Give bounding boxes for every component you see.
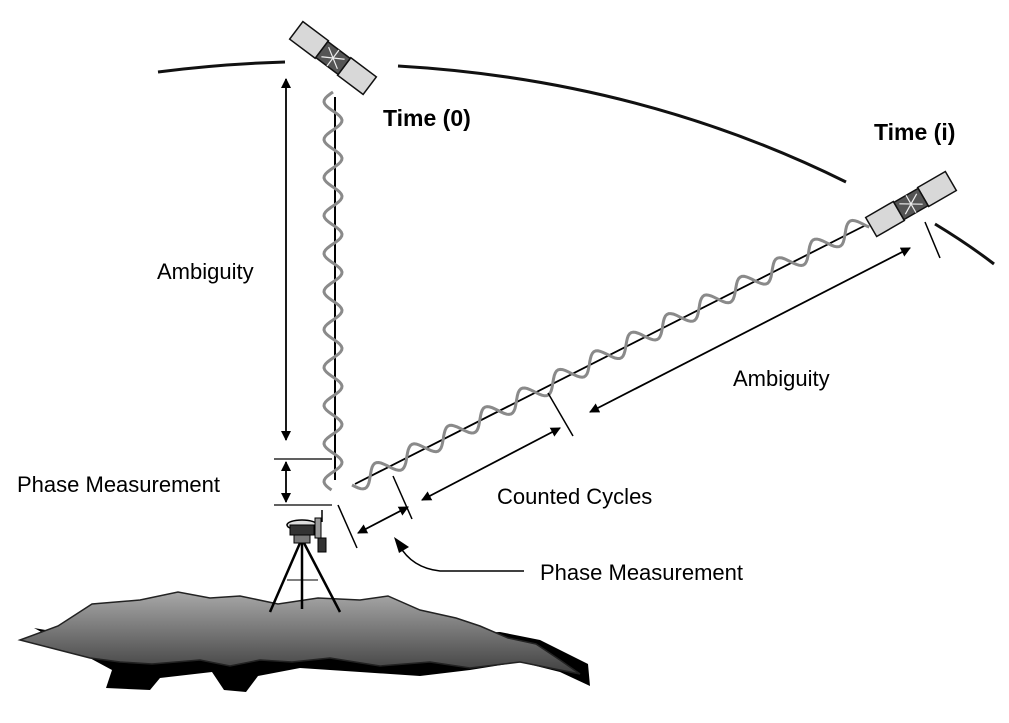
orbit-arc-right [397, 64, 847, 184]
terrain-icon [17, 591, 581, 675]
ambiguity-right-label: Ambiguity [733, 366, 830, 391]
tick-slant-1 [337, 504, 358, 549]
ambiguity-left-label: Ambiguity [157, 259, 254, 284]
orbit-arc-tail [934, 222, 995, 266]
phase-measurement-left-label: Phase Measurement [17, 472, 220, 497]
phase-leader-arrowhead [394, 537, 409, 553]
satellite-right-tick [924, 221, 941, 259]
counted-cycles-label: Counted Cycles [497, 484, 653, 509]
time-zero-label: Time (0) [383, 105, 471, 131]
satellite-icon [288, 20, 378, 96]
counted-cycles-arrow [421, 427, 561, 501]
carrier-wave-vertical [322, 90, 344, 492]
time-i-label: Time (i) [874, 119, 956, 145]
gps-receiver-tripod-icon [268, 510, 342, 613]
phase-measurement-bottom-label: Phase Measurement [540, 560, 743, 585]
ambiguity-arrow-right [589, 247, 911, 413]
carrier-wave-slant [351, 218, 870, 491]
phase-arrow-slant [357, 506, 409, 534]
phase-measurement-leader [398, 544, 524, 572]
satellite-icon [864, 170, 958, 238]
tick-slant-3 [547, 392, 574, 437]
orbit-arc-left [157, 60, 286, 74]
